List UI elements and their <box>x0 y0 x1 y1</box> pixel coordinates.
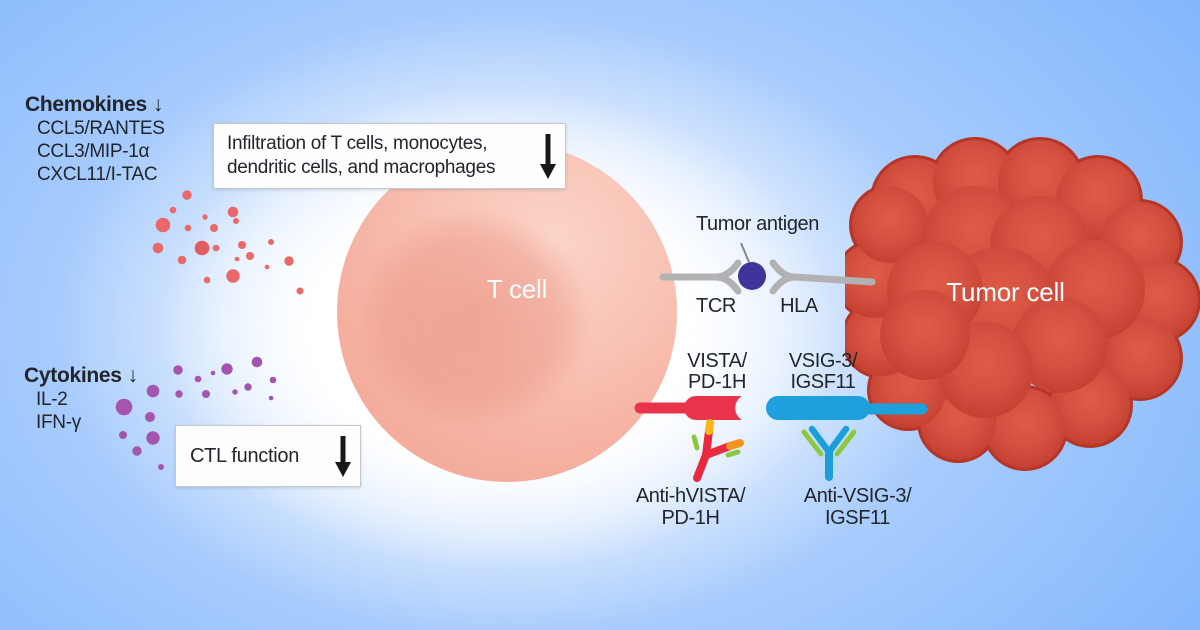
vsig3-label-line1: VSIG-3/ <box>788 350 858 372</box>
down-arrow-icon: ↓ <box>127 364 139 387</box>
down-arrow-icon <box>540 134 556 179</box>
tumor-antigen-label: Tumor antigen <box>695 213 819 235</box>
cytokines-title: Cytokines↓ <box>24 364 139 387</box>
t-cell-body <box>337 142 677 482</box>
infiltration-note-text: Infiltration of T cells, monocytes, dend… <box>227 132 539 180</box>
infiltration-note-box: Infiltration of T cells, monocytes, dend… <box>213 123 566 189</box>
anti-hvista-line1: Anti-hVISTA/ <box>635 485 746 507</box>
chemokines-block: Chemokines↓ CCL5/RANTES CCL3/MIP-1α CXCL… <box>25 93 165 186</box>
anti-hvista-label: Anti-hVISTA/ PD-1H <box>613 485 768 529</box>
down-arrow-icon <box>335 436 351 477</box>
tumor-antigen-icon <box>738 262 766 290</box>
anti-vsig3-antibody-icon <box>801 425 857 481</box>
chemokine-item: CXCL11/I-TAC <box>37 164 158 185</box>
vsig3-receptor-label: VSIG-3/ IGSF11 <box>778 351 868 393</box>
down-arrow-icon: ↓ <box>152 93 164 116</box>
hla-label: HLA <box>780 295 818 317</box>
infiltration-line2: dendritic cells, and macrophages <box>227 157 496 178</box>
anti-hvista-antibody-icon <box>691 419 744 482</box>
tumor-cell-label: Tumor cell <box>946 277 1065 307</box>
anti-vsig3-line2: IGSF11 <box>824 507 891 529</box>
chemokines-title: Chemokines↓ <box>25 93 164 116</box>
chemokine-item: CCL3/MIP-1α <box>37 141 150 162</box>
vsig3-receptor-icon <box>766 396 870 420</box>
cytokines-block: Cytokines↓ IL-2 IFN-γ <box>24 364 138 434</box>
antibody-icons <box>691 419 857 482</box>
vsig3-label-line2: IGSF11 <box>790 371 856 393</box>
vista-receptor-label: VISTA/ PD-1H <box>672 351 762 393</box>
anti-hvista-line2: PD-1H <box>661 507 720 529</box>
tcr-hla-synapse-icon <box>659 242 876 295</box>
ctl-function-text: CTL function <box>190 445 300 467</box>
anti-vsig3-line1: Anti-VSIG-3/ <box>803 485 912 507</box>
infiltration-line1: Infiltration of T cells, monocytes, <box>227 133 488 154</box>
vista-label-line1: VISTA/ <box>687 350 747 372</box>
ctl-function-note-box: CTL function <box>175 425 361 487</box>
cytokine-dots-icon <box>115 356 277 470</box>
anti-vsig3-label: Anti-VSIG-3/ IGSF11 <box>780 485 935 529</box>
tumor-antigen-pointer-line <box>740 242 750 263</box>
cytokine-item: IFN-γ <box>36 412 81 433</box>
cytokine-item: IL-2 <box>36 389 68 410</box>
chemokine-item: CCL5/RANTES <box>37 118 165 139</box>
tumor-cell-body <box>845 137 1200 471</box>
vista-label-line2: PD-1H <box>687 371 746 393</box>
t-cell-label: T cell <box>486 274 548 304</box>
tcr-label: TCR <box>696 295 736 317</box>
receptor-rods <box>634 396 928 420</box>
vista-receptor-icon <box>684 396 742 420</box>
chemokine-dots-icon <box>152 190 304 295</box>
